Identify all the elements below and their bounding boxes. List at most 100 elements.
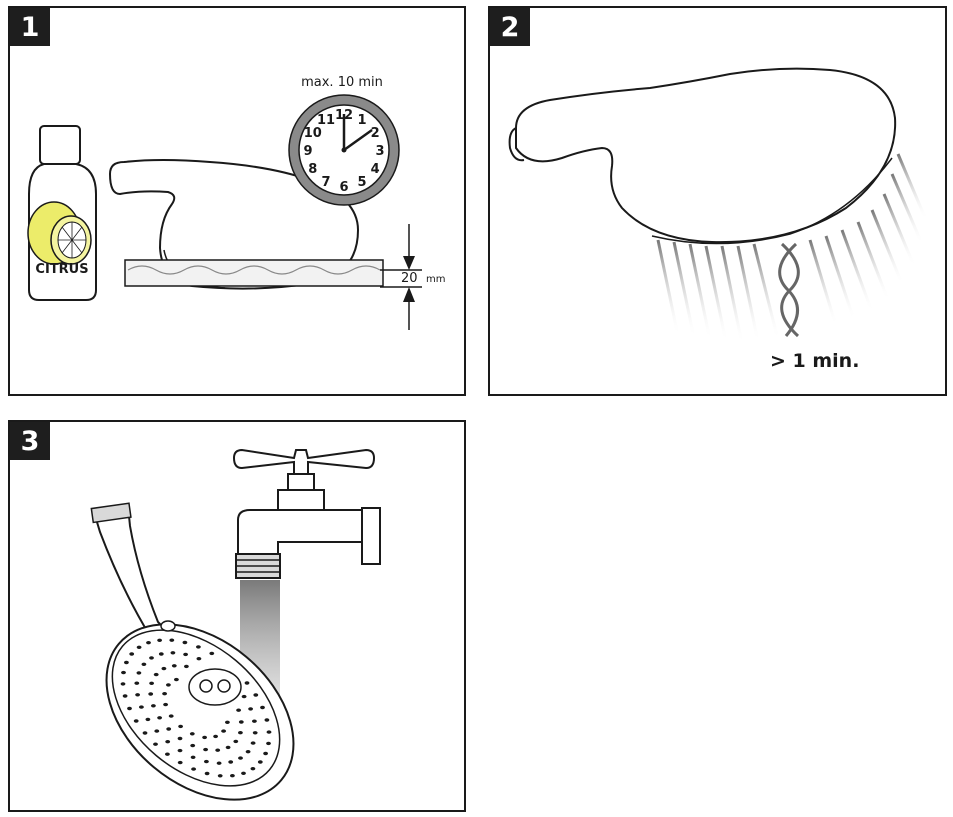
- nozzle-dot: [136, 645, 142, 649]
- nozzle-dot: [177, 760, 183, 765]
- nozzle-dot: [204, 759, 209, 764]
- nozzle-dot: [213, 734, 219, 739]
- duration-label: > 1 min.: [770, 350, 859, 372]
- nozzle-dot: [142, 731, 148, 735]
- nozzle-dot: [162, 692, 168, 696]
- nozzle-dot: [204, 771, 210, 776]
- step-3-badge: 3: [10, 422, 50, 460]
- nozzle-dot: [161, 666, 167, 671]
- step-1-badge: 1: [10, 8, 50, 46]
- depth-indicator: [380, 224, 422, 330]
- lemon-icon: [27, 201, 92, 265]
- nozzle-dot: [177, 736, 183, 741]
- clock-numeral: 9: [303, 144, 312, 159]
- step-3-panel: 3: [8, 420, 466, 812]
- nozzle-dot: [166, 727, 172, 731]
- nozzle-dot: [241, 694, 247, 699]
- nozzle-dot: [238, 756, 243, 760]
- nozzle-dot: [166, 683, 171, 687]
- shower-head: [508, 67, 897, 245]
- nozzle-dot: [121, 670, 126, 675]
- clock-icon: 121234567891011: [288, 94, 400, 206]
- step-1-panel: 1 CITRUS: [8, 6, 466, 396]
- nozzle-dot: [178, 724, 184, 729]
- nozzle-dot: [127, 706, 132, 711]
- nozzle-dot: [221, 729, 227, 733]
- step-1-illustration: CITRUS 20 mm max. 10 min 121234567891011: [27, 75, 445, 330]
- nozzle-dot: [189, 732, 195, 736]
- nozzle-dot: [177, 748, 183, 753]
- nozzle-dot: [263, 751, 268, 756]
- nozzle-dot: [217, 774, 223, 778]
- nozzle-dot: [148, 692, 154, 696]
- nozzle-dot: [165, 740, 171, 744]
- nozzle-dot: [136, 671, 142, 675]
- nozzle-dot: [252, 719, 257, 723]
- nozzle-dot: [157, 638, 163, 642]
- bottle-label: CITRUS: [35, 262, 88, 277]
- nozzle-dot: [149, 681, 155, 685]
- nozzle-dot: [250, 767, 256, 771]
- nozzle-dot: [190, 755, 196, 759]
- nozzle-dot: [196, 657, 202, 661]
- nozzle-dot: [158, 652, 164, 656]
- nozzle-dot: [169, 638, 175, 642]
- clock-numeral: 4: [371, 162, 380, 177]
- nozzle-dot: [248, 707, 254, 711]
- nozzle-dot: [202, 735, 208, 740]
- clock-numeral: 5: [357, 175, 366, 190]
- nozzle-dot: [149, 656, 154, 660]
- nozzle-dot: [153, 742, 158, 746]
- nozzle-dot: [146, 641, 151, 645]
- nozzle-dot: [165, 752, 170, 756]
- nozzle-dot: [191, 767, 197, 771]
- nozzle-dot: [184, 664, 189, 669]
- nozzle-dot: [145, 717, 151, 722]
- nozzle-dot: [266, 730, 272, 734]
- step-3-illustration: [90, 448, 381, 801]
- nozzle-dot: [151, 704, 156, 708]
- nozzle-dot: [124, 660, 129, 665]
- nozzle-dot: [129, 652, 135, 656]
- nozzle-dot: [133, 719, 139, 723]
- nozzle-dot: [215, 748, 221, 752]
- nozzle-dot: [154, 729, 160, 733]
- nozzle-dot: [122, 694, 128, 698]
- nozzle-dot: [141, 662, 147, 666]
- nozzle-dot: [171, 664, 177, 668]
- nozzle-dot: [168, 714, 174, 718]
- twisted-stream: [778, 242, 800, 338]
- nozzle-dot: [216, 761, 222, 765]
- step-2-panel: 2: [488, 6, 947, 396]
- water-spray: [656, 153, 928, 345]
- clock-numeral: 1: [357, 113, 366, 128]
- clock-numeral: 2: [371, 126, 380, 141]
- nozzle-dot: [183, 652, 189, 657]
- nozzle-dot: [196, 645, 201, 649]
- clock-numeral: 3: [375, 144, 384, 159]
- nozzle-dot: [170, 651, 176, 655]
- clock-numeral: 10: [304, 126, 322, 141]
- nozzle-dot: [139, 705, 144, 709]
- nozzle-dot: [264, 718, 270, 722]
- nozzle-dot: [190, 743, 196, 748]
- nozzle-dot: [233, 739, 239, 744]
- nozzle-dot: [236, 708, 242, 712]
- nozzle-dot: [250, 741, 256, 745]
- nozzle-dot: [174, 677, 179, 682]
- nozzle-dot: [225, 745, 231, 750]
- nozzle-dot: [203, 747, 209, 752]
- nozzle-dot: [238, 720, 244, 724]
- nozzle-dot: [225, 720, 230, 724]
- nozzle-dot: [120, 682, 126, 686]
- nozzle-dot: [253, 693, 259, 697]
- nozzle-dot: [134, 681, 140, 685]
- faucet-icon: [232, 448, 381, 579]
- nozzle-dot: [230, 774, 235, 778]
- nozzle-dot: [266, 741, 271, 746]
- nozzle-dot: [252, 731, 258, 735]
- step-2-illustration: > 1 min.: [508, 67, 928, 372]
- clock-numeral: 8: [308, 162, 317, 177]
- step-2-badge: 2: [490, 8, 530, 46]
- clock-caption: max. 10 min: [301, 75, 383, 90]
